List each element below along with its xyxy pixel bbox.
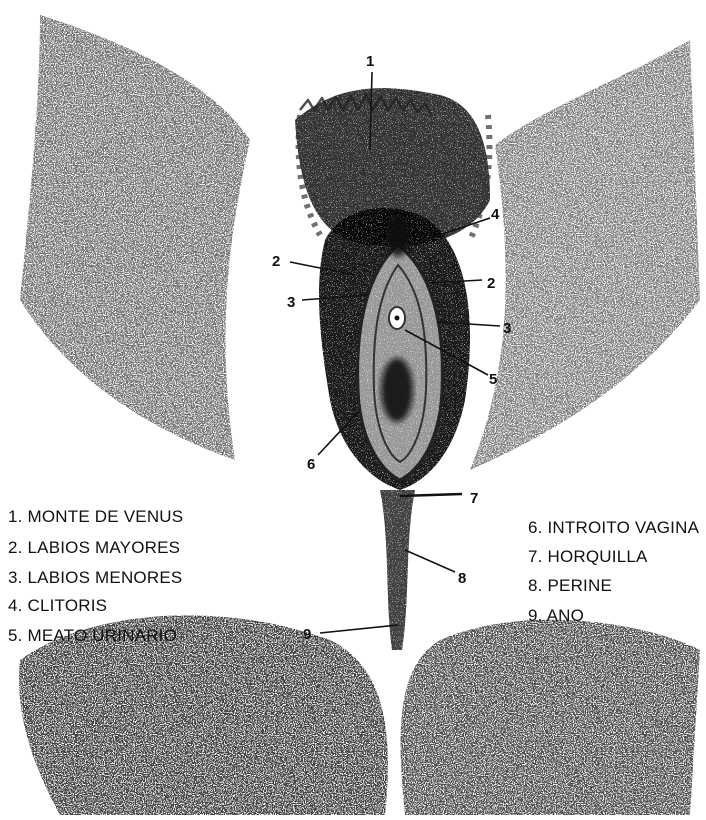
vulva [319,208,470,490]
legend-right: 6. INTROITO VAGINA 7. HORQUILLA 8. PERIN… [528,518,700,625]
callout-2-right: 2 [487,275,495,292]
legend-item-labios-menores: 3. LABIOS MENORES [8,568,182,587]
leader-8 [405,550,455,572]
callout-3-right: 3 [503,320,511,337]
leader-9 [320,625,398,633]
callout-8: 8 [458,570,466,587]
callout-4: 4 [491,206,500,223]
callout-9: 9 [303,626,311,643]
callout-6: 6 [307,456,315,473]
legend-item-introito-vagina: 6. INTROITO VAGINA [528,518,700,537]
legend-item-perine: 8. PERINE [528,576,612,595]
buttocks-shading [19,615,700,815]
callout-3-left: 3 [287,294,295,311]
legend-item-monte-de-venus: 1. MONTE DE VENUS [8,507,183,526]
legend-item-horquilla: 7. HORQUILLA [528,547,648,566]
callout-7: 7 [470,490,478,507]
legend-item-labios-mayores: 2. LABIOS MAYORES [8,538,180,557]
callout-2-left: 2 [272,253,280,270]
callout-5: 5 [489,371,497,388]
legend-item-meato-urinario: 5. MEATO URINARIO [8,626,177,645]
legend-item-clitoris: 4. CLITORIS [8,596,107,615]
legend-item-ano: 9. ANO [528,606,584,625]
callout-1: 1 [366,53,374,70]
